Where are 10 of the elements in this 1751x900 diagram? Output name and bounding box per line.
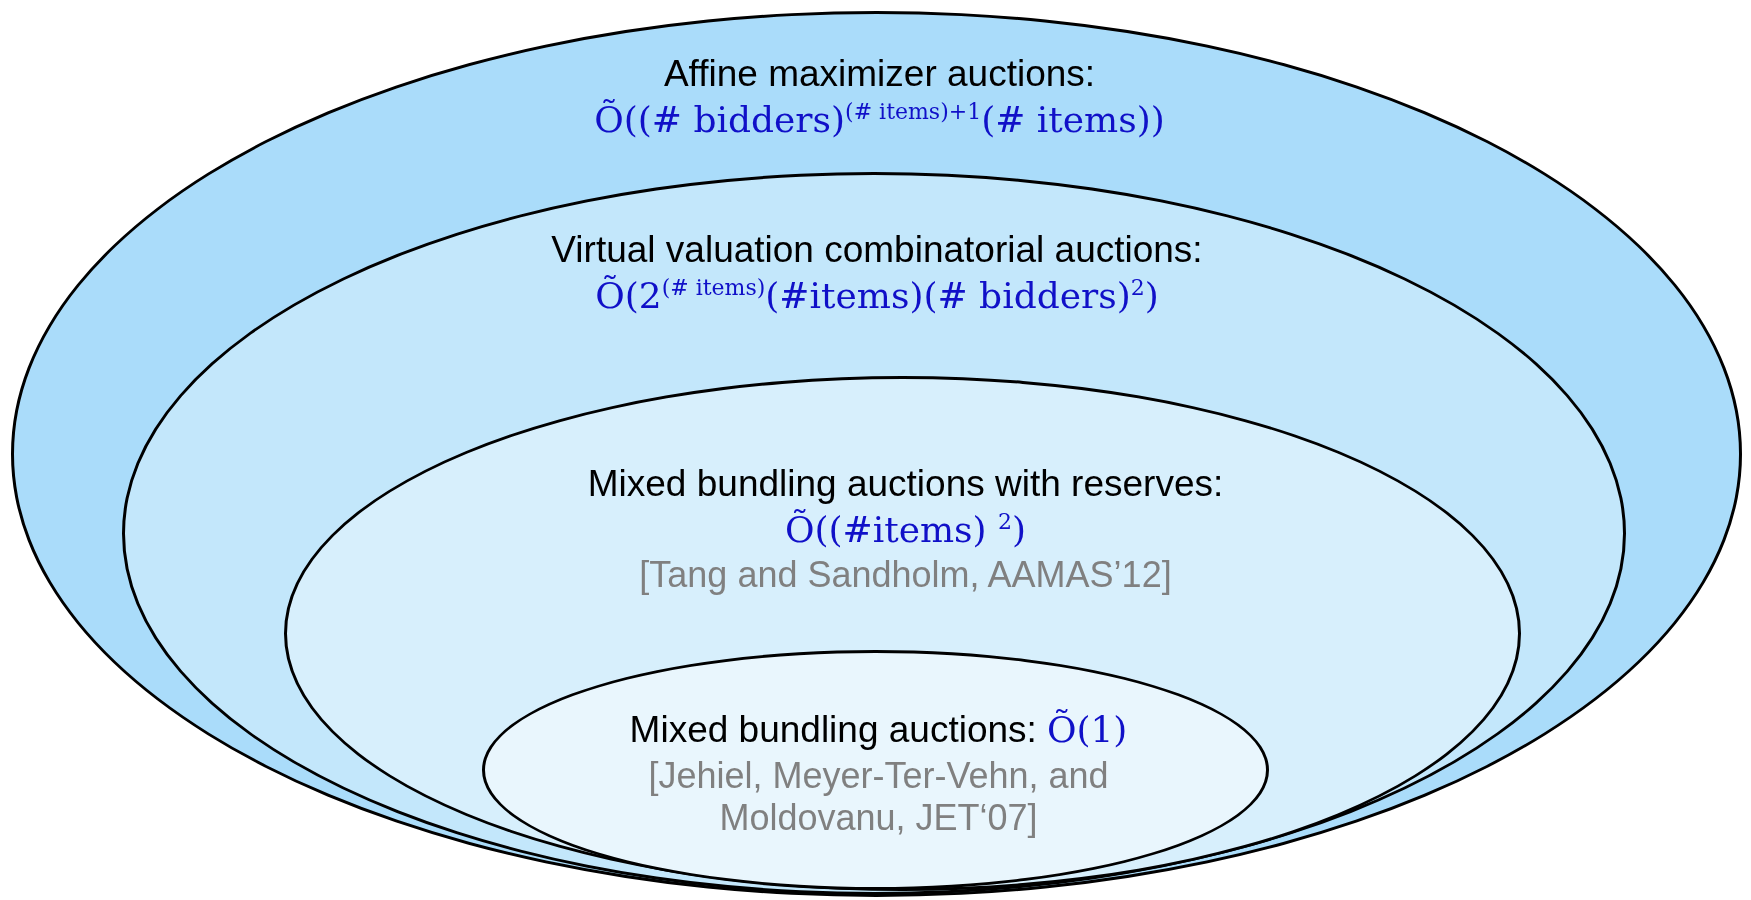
node-heading: Mixed bundling auctions with reserves: (587, 463, 1224, 505)
node-heading: Virtual valuation combinatorial auctions: (551, 229, 1203, 271)
citation: [Tang and Sandholm, AAMAS’12] (639, 554, 1172, 596)
node-heading: Mixed bundling auctions: (629, 709, 1037, 751)
formula: Õ((#items) $^{2}$) (784, 509, 1027, 550)
formula: Õ(1) (1046, 709, 1128, 750)
formula: Õ(2$^{(# items)}$(#items)(# bidders)$^{2}$) (595, 275, 1159, 316)
node-heading: Affine maximizer auctions: (663, 53, 1096, 95)
citation: [Jehiel, Meyer-Ter-Vehn, and Moldovanu, JET‘07] (647, 755, 1110, 839)
formula: Õ((# bidders)$^{(# items)+1}$(# items)) (594, 99, 1165, 140)
